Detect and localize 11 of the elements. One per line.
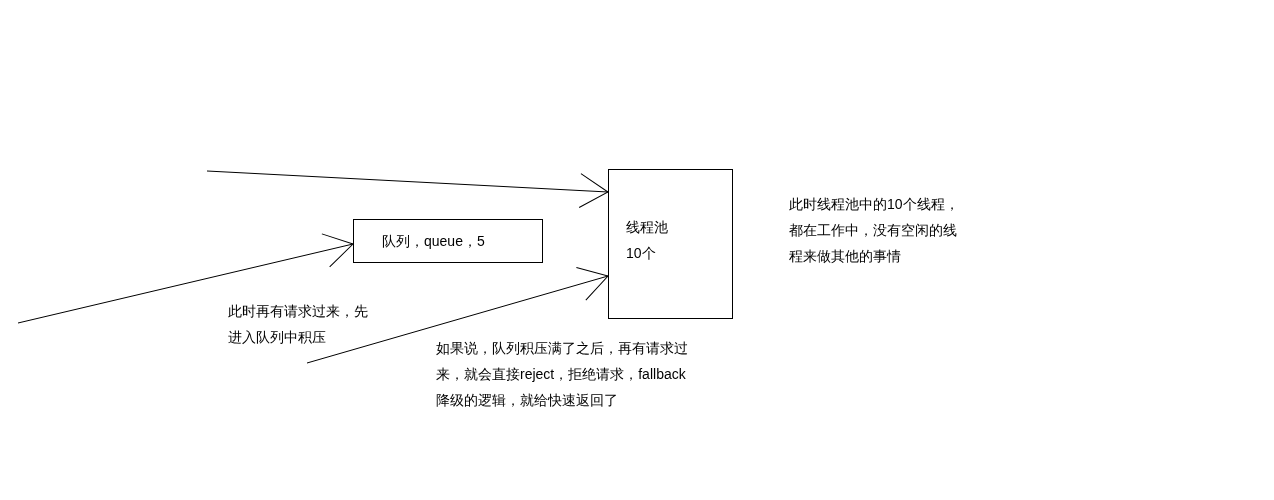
note-text: 此时再有请求过来，先进入队列中积压 [228, 302, 369, 347]
arrow [206, 170, 609, 208]
box-label: 队列，queue，5 [382, 232, 485, 251]
note-text: 此时线程池中的10个线程，都在工作中，没有空闲的线程来做其他的事情 [789, 195, 960, 266]
box-label: 10个 [626, 244, 657, 263]
note-text: 如果说，队列积压满了之后，再有请求过来，就会直接reject，拒绝请求，fallback降级的逻辑，就给快速返回了 [436, 339, 689, 410]
arrow [17, 233, 354, 324]
queue-box [353, 219, 543, 263]
arrow [306, 266, 609, 364]
thread-pool-box [608, 169, 733, 319]
box-label: 线程池 [626, 218, 669, 237]
